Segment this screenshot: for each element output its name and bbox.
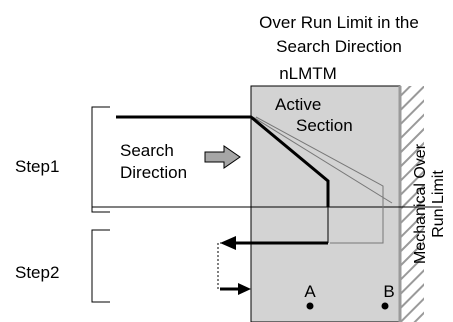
point-a-dot <box>306 302 314 310</box>
right-arrow-icon <box>204 145 241 169</box>
active-section-label-line2: Section <box>296 116 353 135</box>
overrun-guide-line <box>255 116 384 244</box>
nlmtm-label: nLMTM <box>279 64 337 83</box>
search-direction-label-line2: Direction <box>120 163 187 182</box>
point-b-dot <box>381 302 389 310</box>
active-section-label-line1: Active <box>275 95 321 114</box>
step2-dotted-drop <box>217 242 230 289</box>
active-section-region <box>250 85 401 322</box>
step1-label: Step1 <box>15 157 59 176</box>
overrun-guide-line-inner <box>252 116 393 204</box>
point-a-label: A <box>304 282 316 301</box>
step1-profile-line <box>116 115 330 207</box>
over-run-limit-title-line2: Search Direction <box>276 37 402 56</box>
step1-bracket <box>91 106 110 213</box>
step2-label: Step2 <box>15 263 59 282</box>
point-b-label: B <box>383 282 394 301</box>
mechanical-limit-label-line1: Mechanical Over <box>412 143 429 264</box>
step2-bracket <box>91 229 110 303</box>
search-direction-label-line1: Search <box>120 141 174 160</box>
mechanical-limit-label-line2: Run Limit <box>430 170 447 238</box>
mechanical-limit-wall <box>400 86 424 322</box>
over-run-limit-title-line1: Over Run Limit in the <box>259 13 419 32</box>
step2-final-arrowhead <box>238 283 251 295</box>
